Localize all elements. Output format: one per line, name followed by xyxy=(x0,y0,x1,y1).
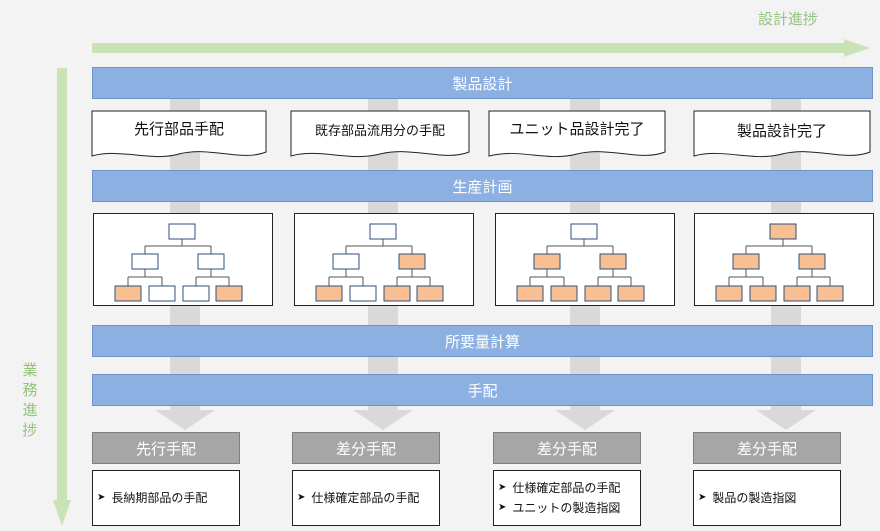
arrow-bullet-icon: ➤ xyxy=(498,482,507,493)
tree-leaf-node xyxy=(816,285,844,302)
arrow-bullet-icon: ➤ xyxy=(498,502,507,513)
band-procurement: 手配 xyxy=(92,374,873,406)
tree-leaf-node xyxy=(783,285,811,302)
tree-leaf-node xyxy=(550,285,578,302)
tree-leaf-node xyxy=(617,285,645,302)
business-progress-arrow xyxy=(53,68,71,526)
milestone-label: 先行部品手配 xyxy=(133,120,224,138)
milestone-doc: ユニット品設計完了 xyxy=(488,110,666,162)
tree-mid-node xyxy=(599,253,627,270)
column-detail: ➤ 仕様確定部品の手配 xyxy=(292,470,440,526)
tree-mid-node xyxy=(131,253,159,270)
business-progress-char: 捗 xyxy=(22,421,38,439)
milestone-label: ユニット品設計完了 xyxy=(509,120,645,138)
tree-root-node xyxy=(369,223,397,240)
tree-mid-node xyxy=(798,253,826,270)
milestone-label: 既存部品流用分の手配 xyxy=(314,124,445,139)
detail-text: 仕様確定部品の手配 xyxy=(512,481,621,495)
column-detail: ➤ 製品の製造指図 xyxy=(693,470,841,526)
tree-root-node xyxy=(570,223,598,240)
business-progress-char: 業 xyxy=(22,361,38,379)
tree-leaf-node xyxy=(516,285,544,302)
arrow-bullet-icon: ➤ xyxy=(297,492,306,503)
column-detail: ➤ 長納期部品の手配 xyxy=(92,470,240,526)
arrow-bullet-icon: ➤ xyxy=(97,492,106,503)
detail-item: ➤ 製品の製造指図 xyxy=(698,488,836,508)
tree-root-node xyxy=(168,223,196,240)
business-progress-label: 業 務 進 捗 xyxy=(20,360,40,440)
band-production-planning: 生産計画 xyxy=(92,170,873,202)
tree-leaf-node xyxy=(349,285,377,302)
tree-root-node xyxy=(769,223,797,240)
detail-item: ➤ 長納期部品の手配 xyxy=(97,488,235,508)
tree-leaf-node xyxy=(148,285,176,302)
bom-tree-panel xyxy=(294,213,474,306)
tree-leaf-node xyxy=(383,285,411,302)
column-header: 先行手配 xyxy=(92,432,240,464)
milestone-doc: 既存部品流用分の手配 xyxy=(290,110,470,162)
detail-text: 仕様確定部品の手配 xyxy=(311,491,420,505)
tree-leaf-node xyxy=(715,285,743,302)
tree-leaf-node xyxy=(315,285,343,302)
tree-mid-node xyxy=(732,253,760,270)
tree-leaf-node xyxy=(749,285,777,302)
column-detail: ➤ 仕様確定部品の手配 ➤ ユニットの製造指図 xyxy=(493,470,641,526)
tree-mid-node xyxy=(533,253,561,270)
tree-leaf-node xyxy=(416,285,444,302)
column-header: 差分手配 xyxy=(292,432,440,464)
design-progress-arrow xyxy=(92,39,870,57)
arrow-bullet-icon: ➤ xyxy=(698,492,707,503)
detail-text: 製品の製造指図 xyxy=(712,491,797,505)
tree-leaf-node xyxy=(215,285,243,302)
band-product-design: 製品設計 xyxy=(92,67,873,99)
milestone-doc: 先行部品手配 xyxy=(91,110,267,162)
bom-tree-panel xyxy=(93,213,273,306)
tree-leaf-node xyxy=(584,285,612,302)
detail-text: ユニットの製造指図 xyxy=(512,501,621,515)
tree-mid-node xyxy=(332,253,360,270)
milestone-doc: 製品設計完了 xyxy=(693,110,871,162)
detail-item: ➤ 仕様確定部品の手配 xyxy=(498,478,636,498)
band-requirements-calculation: 所要量計算 xyxy=(92,325,873,357)
bom-tree-panel xyxy=(495,213,675,306)
business-progress-char: 務 xyxy=(22,381,38,399)
tree-leaf-node xyxy=(182,285,210,302)
detail-item: ➤ ユニットの製造指図 xyxy=(498,498,636,518)
column-header: 差分手配 xyxy=(693,432,841,464)
business-progress-char: 進 xyxy=(22,401,38,419)
design-progress-label: 設計進捗 xyxy=(758,10,819,28)
column-header: 差分手配 xyxy=(493,432,641,464)
milestone-label: 製品設計完了 xyxy=(736,122,827,140)
tree-leaf-node xyxy=(114,285,142,302)
tree-mid-node xyxy=(197,253,225,270)
detail-item: ➤ 仕様確定部品の手配 xyxy=(297,488,435,508)
detail-text: 長納期部品の手配 xyxy=(111,491,208,505)
tree-mid-node xyxy=(398,253,426,270)
bom-tree-panel xyxy=(694,213,874,306)
